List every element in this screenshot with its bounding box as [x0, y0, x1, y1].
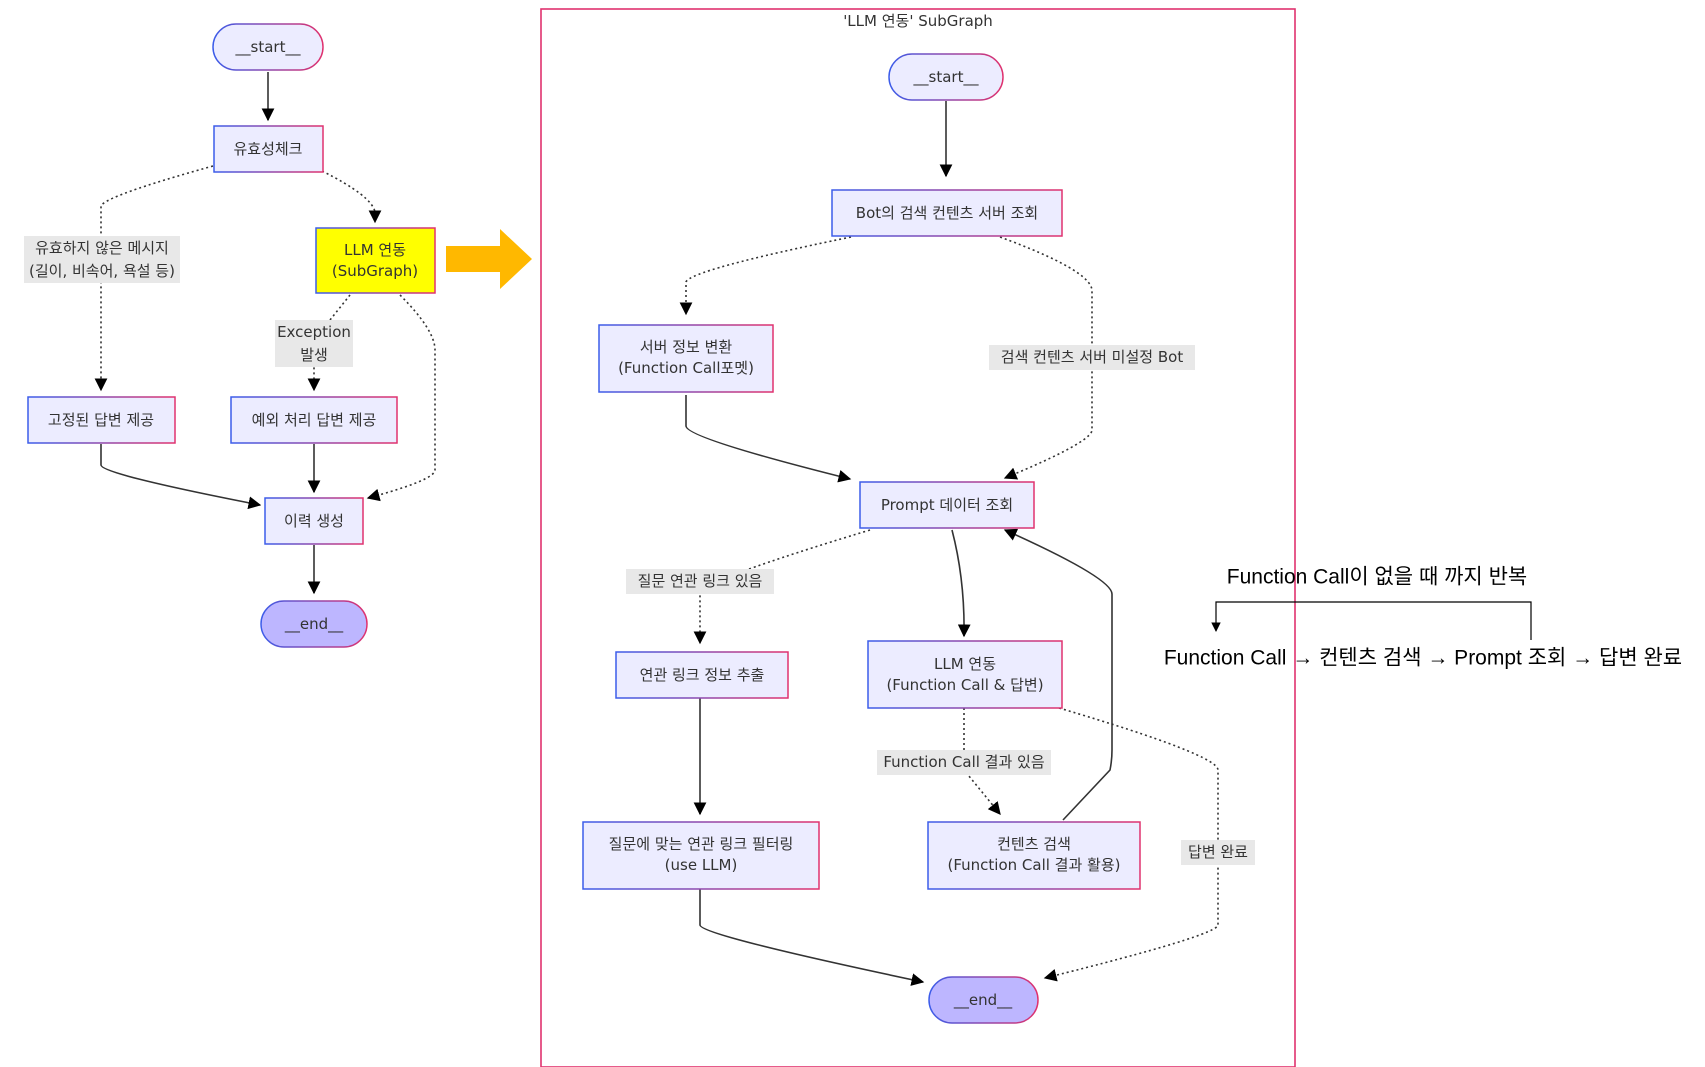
edge-label-link-exists: 질문 연관 링크 있음: [626, 569, 774, 594]
edge-validity-llm: [321, 170, 382, 224]
link-filter-label-line2: (use LLM): [665, 856, 738, 874]
llm-answer-label-line1: LLM 연동: [934, 655, 996, 673]
content-search-label-line2: (Function Call 결과 활용): [947, 856, 1120, 874]
main-end-node[interactable]: __end__: [260, 600, 368, 648]
content-search-label-line1: 컨텐츠 검색: [997, 835, 1071, 853]
edge-label-invalid-line1: 유효하지 않은 메시지: [35, 239, 169, 257]
link-filter-node[interactable]: 질문에 맞는 연관 링크 필터링 (use LLM): [582, 821, 820, 890]
exception-answer-label: 예외 처리 답변 제공: [252, 411, 377, 429]
link-extract-label: 연관 링크 정보 추출: [640, 666, 765, 684]
subgraph-title: 'LLM 연동' SubGraph: [843, 12, 993, 30]
llm-subgraph-label-line1: LLM 연동: [344, 241, 406, 259]
loop-bracket-arrow: [1211, 601, 1532, 640]
content-search-node[interactable]: 컨텐츠 검색 (Function Call 결과 활용): [927, 821, 1141, 890]
edge-label-exception: Exception 발생: [275, 320, 353, 367]
exception-answer-node[interactable]: 예외 처리 답변 제공: [230, 396, 398, 444]
edge-bot-serverinfo: [679, 236, 852, 316]
loop-note-flow: Function Call → 컨텐츠 검색 → Prompt 조회 → 답변 …: [1164, 647, 1682, 670]
sg-end-label: __end__: [953, 991, 1013, 1010]
edge-label-fc-result-text: Function Call 결과 있음: [883, 753, 1044, 771]
subgraph-frame: [540, 8, 1296, 1067]
history-node[interactable]: 이력 생성: [264, 497, 364, 545]
edge-label-link-exists-text: 질문 연관 링크 있음: [638, 572, 763, 590]
sg-start-label: __start__: [913, 68, 979, 87]
llm-subgraph-node[interactable]: LLM 연동 (SubGraph): [315, 227, 436, 294]
fixed-answer-label: 고정된 답변 제공: [48, 411, 154, 429]
server-info-label-line2: (Function Call포멧): [618, 359, 754, 377]
sg-start-node[interactable]: __start__: [888, 53, 1004, 101]
edge-label-unset-bot-text: 검색 컨텐츠 서버 미설정 Bot: [1001, 348, 1184, 366]
prompt-lookup-node[interactable]: Prompt 데이터 조회: [859, 481, 1035, 529]
edge-label-fc-result: Function Call 결과 있음: [877, 750, 1051, 775]
subgraph-edges: [679, 101, 1219, 986]
sg-end-node[interactable]: __end__: [928, 976, 1039, 1024]
edge-validity-fixed: [94, 165, 214, 392]
main-end-label: __end__: [284, 615, 344, 634]
bot-lookup-node[interactable]: Bot의 검색 컨텐츠 서버 조회: [831, 189, 1063, 237]
server-info-label-line1: 서버 정보 변환: [640, 338, 733, 356]
edge-llm-exception: [307, 294, 351, 392]
main-start-label: __start__: [235, 38, 301, 57]
bot-lookup-label: Bot의 검색 컨텐츠 서버 조회: [856, 204, 1038, 222]
subgraph-arrow-icon: [446, 229, 532, 289]
llm-answer-node[interactable]: LLM 연동 (Function Call & 답변): [867, 640, 1063, 709]
link-filter-label-line1: 질문에 맞는 연관 링크 필터링: [609, 835, 794, 853]
loop-note-title: Function Call이 없을 때 까지 반복: [1227, 566, 1527, 589]
server-info-node[interactable]: 서버 정보 변환 (Function Call포멧): [598, 324, 774, 393]
prompt-lookup-label: Prompt 데이터 조회: [881, 496, 1013, 514]
edge-prompt-llm: [951, 529, 971, 638]
edge-label-answer-done-text: 답변 완료: [1188, 843, 1248, 861]
edge-bot-prompt: [999, 236, 1093, 480]
frame-gap: [1297, 530, 1307, 705]
link-extract-node[interactable]: 연관 링크 정보 추출: [615, 651, 789, 699]
edge-label-answer-done: 답변 완료: [1181, 840, 1255, 865]
fixed-answer-node[interactable]: 고정된 답변 제공: [27, 396, 176, 444]
edge-label-exception-line2: 발생: [300, 346, 328, 364]
history-label: 이력 생성: [284, 512, 344, 530]
llm-subgraph-label-line2: (SubGraph): [332, 262, 418, 280]
edge-llm-history: [366, 294, 436, 502]
edge-filter-end: [699, 888, 925, 986]
edge-label-unset-bot: 검색 컨텐츠 서버 미설정 Bot: [989, 345, 1195, 370]
main-start-node[interactable]: __start__: [212, 23, 324, 71]
edge-content-prompt: [1003, 528, 1113, 821]
edge-fixed-history: [100, 444, 262, 510]
validity-check-label: 유효성체크: [233, 140, 302, 158]
validity-check-node[interactable]: 유효성체크: [213, 125, 324, 173]
edge-label-exception-line1: Exception: [277, 323, 351, 341]
llm-answer-label-line2: (Function Call & 답변): [886, 676, 1043, 694]
edge-label-invalid-line2: (길이, 비속어, 욕설 등): [29, 262, 175, 280]
main-edges: [94, 72, 436, 595]
edge-label-invalid: 유효하지 않은 메시지 (길이, 비속어, 욕설 등): [24, 236, 180, 283]
edge-serverinfo-prompt: [685, 395, 852, 483]
